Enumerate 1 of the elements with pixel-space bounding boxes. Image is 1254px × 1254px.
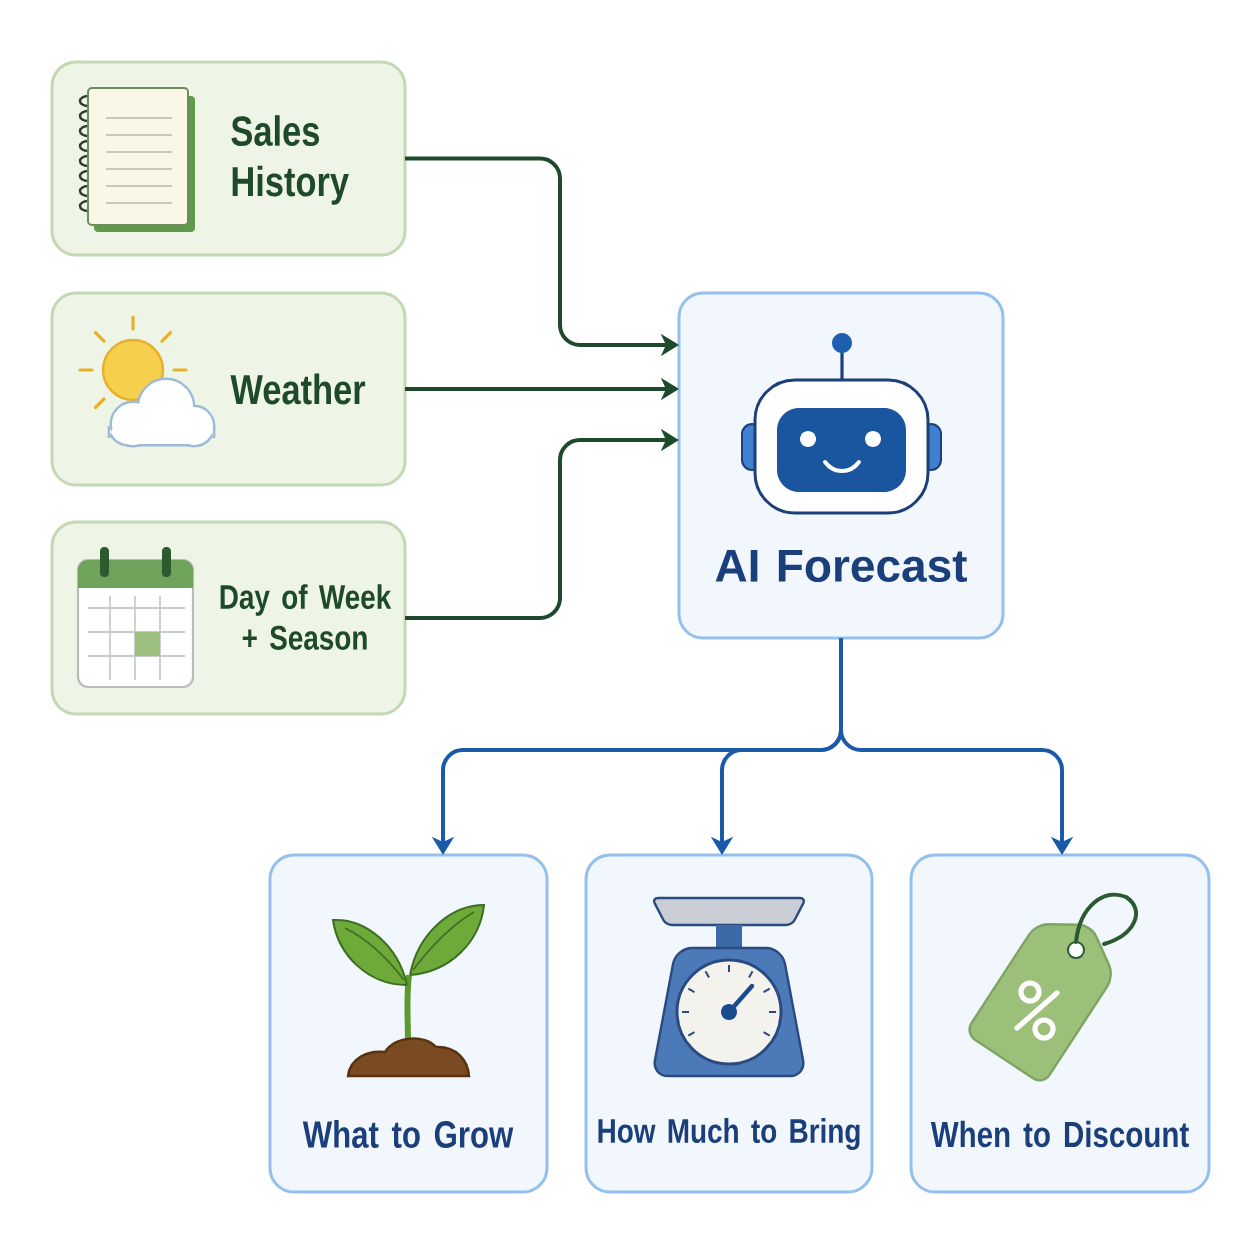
output-box: What to Grow: [268, 853, 549, 1194]
